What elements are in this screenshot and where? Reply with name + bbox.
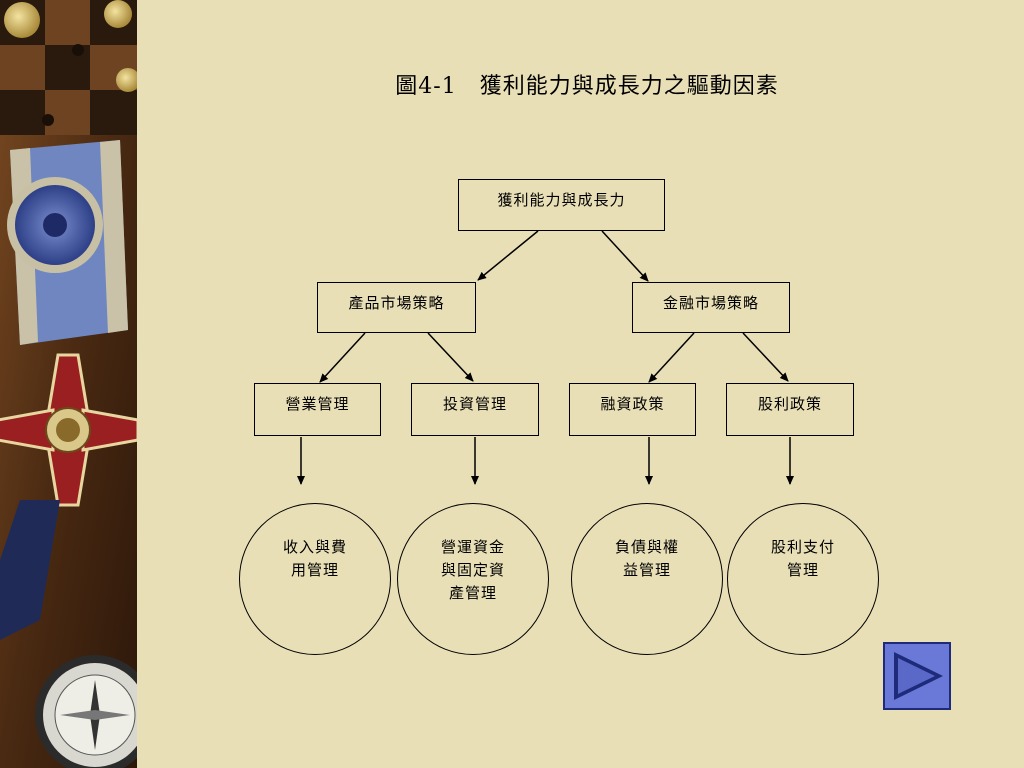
next-slide-button[interactable] — [883, 642, 951, 710]
node-debt-equity-management: 負債與權 益管理 — [571, 503, 723, 655]
arrow-financial-to-dividend — [742, 332, 789, 382]
node-investment-management: 投資管理 — [411, 383, 539, 436]
node-label: 收入與費 用管理 — [282, 538, 347, 579]
play-triangle-icon — [894, 652, 943, 700]
node-label: 營運資金 與固定資 產管理 — [440, 538, 505, 602]
arrow-product-to-investing — [427, 332, 474, 382]
node-financial-market-strategy: 金融市場策略 — [632, 282, 790, 333]
arrow-root-to-financial — [601, 230, 649, 282]
arrow-product-to-operating — [319, 332, 366, 383]
node-product-market-strategy: 產品市場策略 — [317, 282, 476, 333]
page-title: 圖4-1 獲利能力與成長力之驅動因素 — [395, 74, 779, 99]
node-dividend-payout-management: 股利支付 管理 — [727, 503, 879, 655]
arrow-root-to-product — [477, 230, 539, 281]
node-dividend-policy: 股利政策 — [726, 383, 854, 436]
node-working-capital-fixed-asset-management: 營運資金 與固定資 產管理 — [397, 503, 549, 655]
node-financing-policy: 融資政策 — [569, 383, 696, 436]
node-revenue-expense-management: 收入與費 用管理 — [239, 503, 391, 655]
decorative-medal-image — [0, 0, 137, 768]
node-label: 股利支付 管理 — [770, 538, 835, 579]
arrow-financial-to-financing — [648, 332, 695, 383]
node-operating-management: 營業管理 — [254, 383, 381, 436]
node-profitability-growth: 獲利能力與成長力 — [458, 179, 665, 231]
node-label: 負債與權 益管理 — [614, 538, 679, 579]
